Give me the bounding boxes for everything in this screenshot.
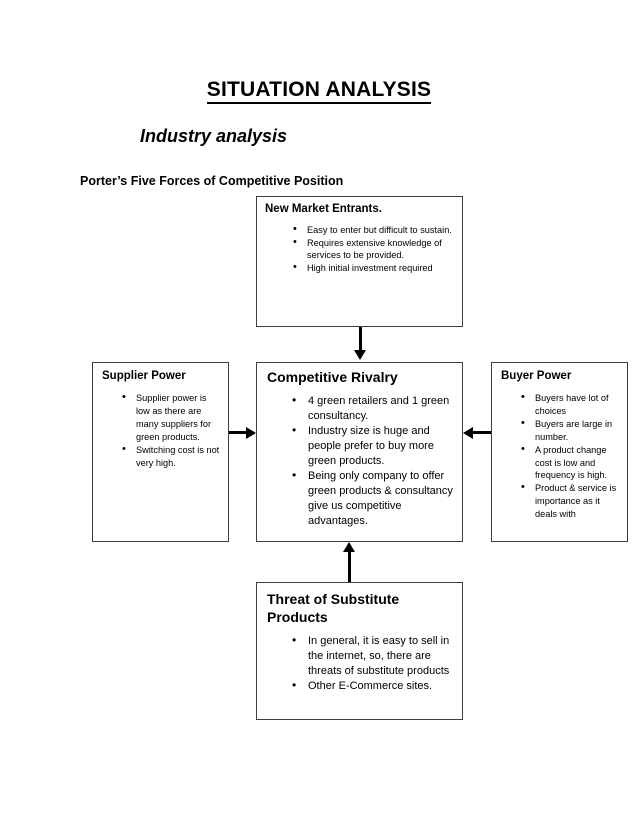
box-bullets-competitive-rivalry: 4 green retailers and 1 green consultanc… xyxy=(290,393,454,529)
force-box-competitive-rivalry: Competitive Rivalry 4 green retailers an… xyxy=(256,362,463,542)
list-item: Buyers are large in number. xyxy=(519,417,622,444)
list-item: Industry size is huge and people prefer … xyxy=(290,423,454,469)
arrow-head xyxy=(343,542,355,552)
force-box-new-market-entrants: New Market Entrants. Easy to enter but d… xyxy=(256,196,463,327)
force-box-supplier-power: Supplier Power Supplier power is low as … xyxy=(92,362,229,542)
box-bullets-new-market-entrants: Easy to enter but difficult to sustain. … xyxy=(291,223,454,275)
arrow-down-icon-entrants-to-rivalry xyxy=(354,327,366,362)
list-item: High initial investment required xyxy=(291,261,454,275)
list-item: Other E-Commerce sites. xyxy=(290,678,454,694)
list-item: In general, it is easy to sell in the in… xyxy=(290,633,454,679)
box-title-new-market-entrants: New Market Entrants. xyxy=(265,203,382,215)
list-item: Buyers have lot of choices xyxy=(519,391,622,418)
box-bullets-threat-of-substitute-products: In general, it is easy to sell in the in… xyxy=(290,633,454,694)
box-bullets-supplier-power: Supplier power is low as there are many … xyxy=(120,391,222,470)
arrow-head xyxy=(354,350,366,360)
list-item: A product change cost is low and frequen… xyxy=(519,443,622,483)
page-title: SITUATION ANALYSIS xyxy=(0,78,638,104)
list-item: Being only company to offer green produc… xyxy=(290,468,454,529)
list-item: Switching cost is not very high. xyxy=(120,443,222,470)
subtitle: Industry analysis xyxy=(140,126,288,146)
arrow-up-icon-substitute-to-rivalry xyxy=(343,542,355,582)
arrow-shaft xyxy=(348,552,351,582)
arrow-head xyxy=(246,426,256,439)
arrow-shaft xyxy=(472,431,491,434)
page-title-text: SITUATION ANALYSIS xyxy=(206,78,432,104)
box-title-threat-of-substitute-products: Threat of Substitute Products xyxy=(267,591,400,625)
arrow-right-icon-supplier-to-rivalry xyxy=(229,426,256,439)
list-item: Supplier power is low as there are many … xyxy=(120,391,222,444)
list-item: Product & service is importance as it de… xyxy=(519,481,622,521)
box-bullets-buyer-power: Buyers have lot of choices Buyers are la… xyxy=(519,391,622,521)
arrow-shaft xyxy=(229,431,248,434)
list-item: Requires extensive knowledge of services… xyxy=(291,236,454,262)
list-item: 4 green retailers and 1 green consultanc… xyxy=(290,393,454,424)
force-box-threat-of-substitute-products: Threat of Substitute Products In general… xyxy=(256,582,463,720)
box-title-supplier-power: Supplier Power xyxy=(102,370,186,382)
box-title-buyer-power: Buyer Power xyxy=(501,370,572,382)
list-item: Easy to enter but difficult to sustain. xyxy=(291,223,454,237)
arrow-head xyxy=(463,426,473,439)
section-label: Porter’s Five Forces of Competitive Posi… xyxy=(80,174,344,188)
force-box-buyer-power: Buyer Power Buyers have lot of choices B… xyxy=(491,362,628,542)
arrow-shaft xyxy=(359,327,362,352)
arrow-left-icon-buyer-to-rivalry xyxy=(463,426,491,439)
box-title-competitive-rivalry: Competitive Rivalry xyxy=(267,369,398,385)
